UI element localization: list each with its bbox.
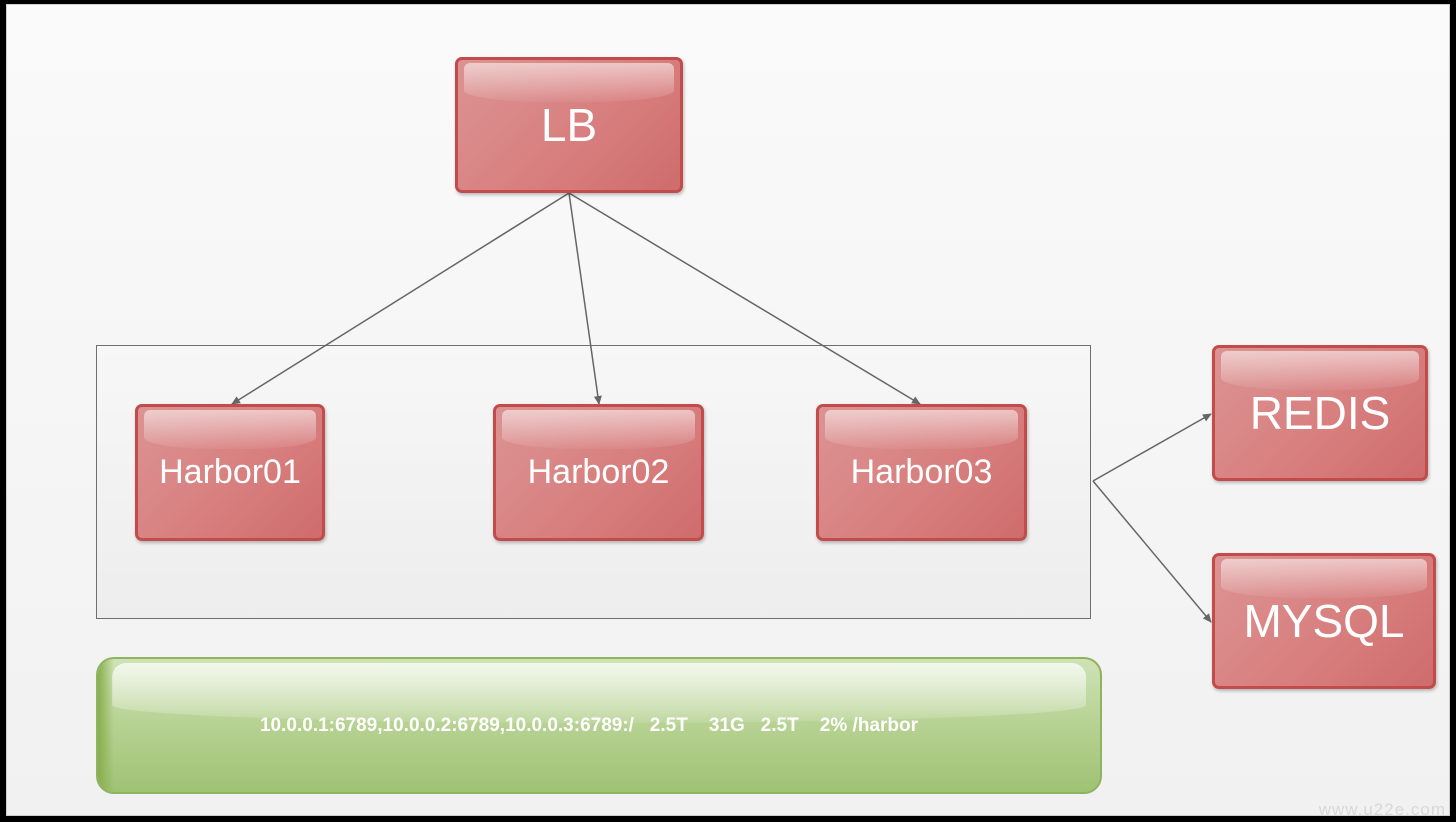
harbor03-node[interactable]: Harbor03 [816, 404, 1027, 541]
lb-label: LB [540, 99, 598, 151]
edge-cluster-redis [1092, 413, 1212, 482]
lb-node[interactable]: LB [455, 57, 683, 193]
harbor03-label: Harbor03 [850, 453, 993, 491]
edge-lb-harbor02 [568, 192, 602, 405]
watermark: www.u22e.com [1318, 800, 1446, 819]
mysql-label: MYSQL [1243, 595, 1405, 647]
harbor01-node[interactable]: Harbor01 [135, 404, 325, 541]
harbor02-node[interactable]: Harbor02 [493, 404, 704, 541]
mysql-node[interactable]: MYSQL [1212, 553, 1436, 689]
edge-cluster-mysql [1092, 480, 1212, 623]
edge-lb-harbor03 [568, 192, 921, 405]
redis-label: REDIS [1249, 387, 1391, 439]
harbor02-label: Harbor02 [527, 453, 670, 491]
redis-node[interactable]: REDIS [1212, 345, 1428, 481]
storage-mount-text: 10.0.0.1:6789,10.0.0.2:6789,10.0.0.3:678… [259, 714, 918, 736]
harbor01-label: Harbor01 [159, 453, 301, 491]
edge-lb-harbor01 [231, 192, 570, 405]
shared-storage-bar: 10.0.0.1:6789,10.0.0.2:6789,10.0.0.3:678… [96, 657, 1102, 794]
